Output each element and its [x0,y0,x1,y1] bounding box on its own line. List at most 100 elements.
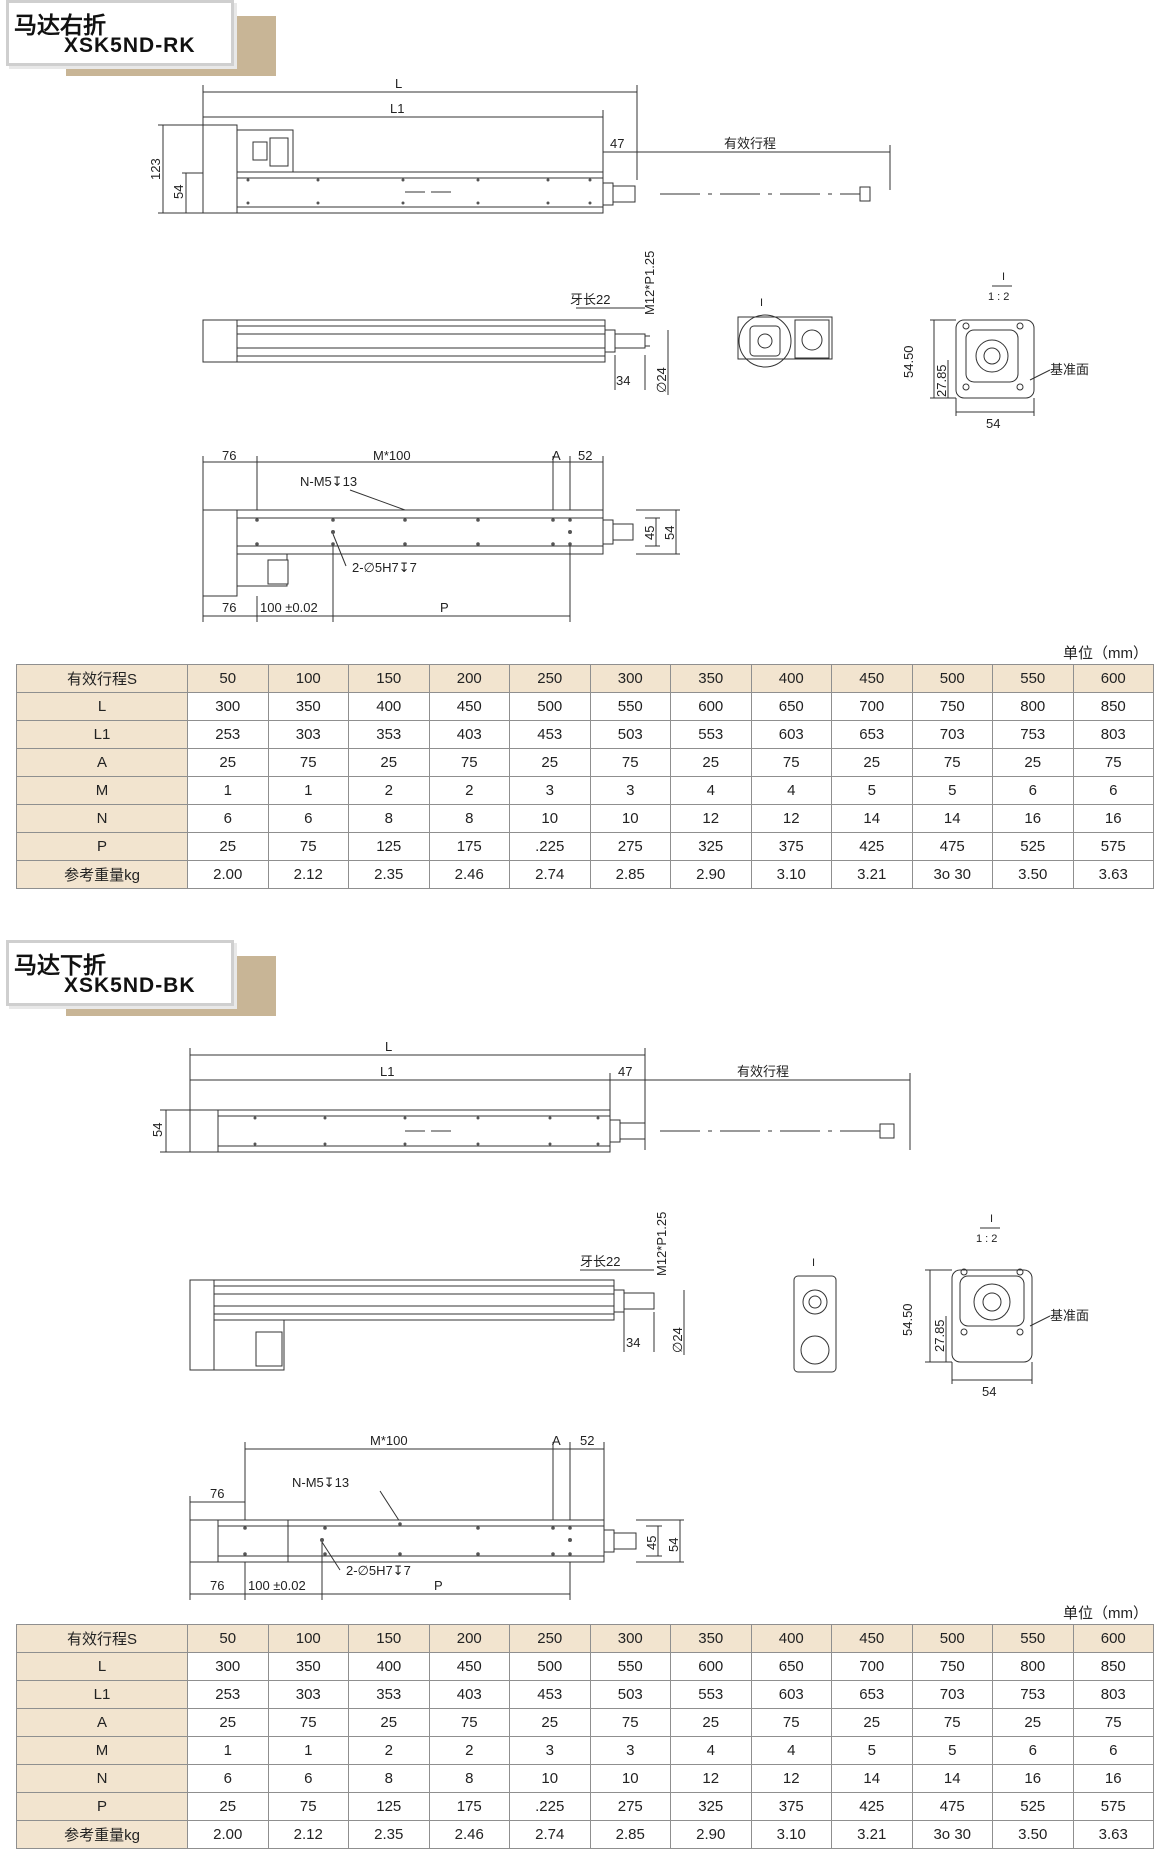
end-view-detail: I 1 : 2 54.50 27.85 54 基准面 [901,271,1089,431]
table-header-cell: 50 [187,1624,269,1653]
table-cell: 3.10 [750,1820,832,1849]
table-cell: 803 [1072,1680,1154,1709]
table-cell: 25 [670,1708,752,1737]
table-cell: 325 [670,1792,752,1821]
table-cell: 10 [509,804,591,833]
table-header-cell: 200 [428,1624,510,1653]
table-header-cell: 100 [267,1624,349,1653]
dim-47: 47 [610,136,624,151]
table-cell: 5 [831,1736,913,1765]
callout-dowel-pins: 2-∅5H7↧7 [352,560,417,575]
dim-thread-length: 牙长22 [570,292,610,307]
dim-M100: M*100 [373,448,411,463]
table-cell: 3 [509,1736,591,1765]
table-cell: 16 [992,1764,1074,1793]
table-row-label: N [16,1764,188,1793]
dim-stroke: 有效行程 [724,136,776,151]
table-cell: 1 [187,1736,269,1765]
spec-table: 有效行程S 50 100 150 200 250 300 350 400 450… [16,1624,1154,1849]
table-cell: 5 [911,776,993,805]
table-cell: 3 [589,776,671,805]
table-cell: 503 [589,1680,671,1709]
table-header-cell: 300 [589,664,671,693]
table-cell: 10 [589,804,671,833]
dim-P: P [434,1578,443,1593]
table-cell: 25 [831,1708,913,1737]
table-cell: 425 [831,1792,913,1821]
table-cell: 500 [509,692,591,721]
table-cell: 4 [750,1736,832,1765]
table-cell: 6 [187,804,269,833]
table-cell: 16 [992,804,1074,833]
scale-label: I [1002,271,1005,283]
table-cell: 75 [911,748,993,777]
dim-2785: 27.85 [934,364,949,397]
table-cell: 300 [187,1652,269,1681]
table-cell: 16 [1072,804,1154,833]
dim-tolerance: 100 ±0.02 [260,600,318,615]
table-header-cell: 50 [187,664,269,693]
table-cell: 3 [589,1736,671,1765]
table-cell: 25 [187,832,269,861]
title-badge-box [6,940,234,1006]
table-cell: 14 [831,804,913,833]
spec-table: 有效行程S 50 100 150 200 250 300 350 400 450… [16,664,1154,889]
table-cell: 350 [267,692,349,721]
table-cell: 800 [992,1652,1074,1681]
unit-label: 单位（mm） [1063,645,1148,662]
table-cell: 453 [509,720,591,749]
table-cell: 14 [911,804,993,833]
bottom-view: 76 M*100 A 52 N-M5↧13 [202,448,680,622]
table-cell: 4 [670,776,752,805]
table-cell: 850 [1072,1652,1154,1681]
table-cell: 5 [831,776,913,805]
table-cell: 75 [267,832,349,861]
table-cell: 450 [428,1652,510,1681]
dim-5450: 54.50 [901,345,916,378]
table-cell: 253 [187,1680,269,1709]
dim-L: L [395,76,402,91]
technical-drawing: L L1 47 有效行程 123 54 [148,76,1089,622]
table-header-label: 有效行程S [16,664,188,693]
table-cell: 6 [187,1764,269,1793]
table-cell: 12 [750,1764,832,1793]
table-cell: 2 [348,776,430,805]
table-cell: 14 [911,1764,993,1793]
dim-52: 52 [578,448,592,463]
table-cell: 25 [992,748,1074,777]
table-cell: 75 [589,748,671,777]
unit-label: 单位（mm） [1063,1605,1148,1622]
dim-76-bottom: 76 [210,1578,224,1593]
detail-label: I [760,297,763,309]
technical-drawing: L L1 47 有效行程 54 [150,1039,1089,1600]
table-cell: 25 [992,1708,1074,1737]
dim-123: 123 [148,158,163,180]
datum-label: 基准面 [1050,362,1089,377]
table-row-label: L1 [16,1680,188,1709]
table-row-label: 参考重量kg [16,1820,188,1849]
top-view: 牙长22 M12*P1.25 34 ∅24 [189,1212,685,1371]
table-cell: 653 [831,720,913,749]
table-cell: 503 [589,720,671,749]
table-cell: 2 [348,1736,430,1765]
table-cell: 850 [1072,692,1154,721]
scale-ratio: 1 : 2 [976,1233,997,1245]
table-cell: 175 [428,832,510,861]
table-cell: 500 [509,1652,591,1681]
table-cell: 2.90 [670,860,752,889]
dim-5450: 54.50 [900,1303,915,1336]
section-model: XSK5ND-RK [64,34,196,57]
table-cell: 75 [267,748,349,777]
bottom-view-holes [243,1522,572,1556]
table-cell: 3.50 [992,860,1074,889]
dim-L: L [385,1039,392,1054]
top-view: 牙长22 M12*P1.25 34 ∅24 [202,251,669,395]
table-cell: 25 [187,1792,269,1821]
table-cell: 6 [267,804,349,833]
table-cell: 25 [348,748,430,777]
dim-45: 45 [642,526,657,540]
table-header-cell: 350 [670,1624,752,1653]
table-cell: 275 [589,832,671,861]
